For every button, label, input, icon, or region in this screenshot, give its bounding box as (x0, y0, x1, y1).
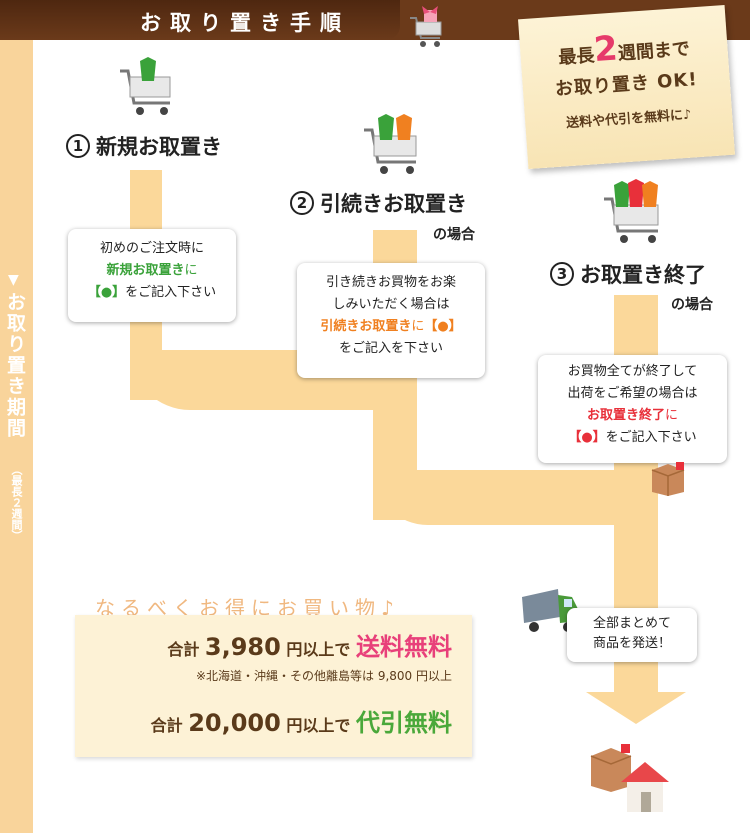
header-tab (0, 0, 400, 40)
sidebar-subtitle: （最長２週間） (10, 464, 23, 541)
step-3-number: 3 (550, 262, 574, 286)
period-note: 最長2週間まで お取り置き OK! 送料や代引を無料に♪ (518, 4, 735, 170)
note-weeks-number: 2 (592, 28, 620, 71)
bubble-new-order: 初めのご注文時に 新規お取置きに 【●】をご記入下さい (68, 229, 236, 322)
promo-cod-free: 合計 20,000 円以上で 代引無料 (150, 709, 452, 737)
step-2-number: 2 (290, 191, 314, 215)
pipe-arrow-head (586, 692, 686, 724)
promo-shipping-free: 合計 3,980 円以上で 送料無料 (167, 633, 452, 661)
bubble-end-order: お買物全てが終了して 出荷をご希望の場合は お取置き終了に 【●】をご記入下さい (538, 355, 727, 463)
package-box-icon (651, 462, 685, 496)
page-title: お取り置き手順 (140, 11, 350, 35)
step-3-suffix: の場合 (671, 297, 713, 313)
shopping-cart-green-icon (120, 57, 171, 115)
gift-cart-icon (410, 6, 442, 47)
pipe-2-curve (373, 470, 643, 525)
bubble-continue-order: 引き続きお買物をお楽 しみいただく場合は 引続きお取置きに【●】 をご記入を下さ… (297, 263, 485, 378)
shipping-bubble: 全部まとめて 商品を発送！ (567, 608, 697, 662)
house-with-package-icon (590, 744, 669, 812)
side-strip (0, 40, 33, 833)
step-1-number: 1 (66, 134, 90, 158)
shopping-cart-full-icon (604, 179, 659, 243)
step-2-suffix: の場合 (433, 227, 475, 243)
sidebar-title: お取り置き期間 (4, 292, 26, 439)
promo-box: 合計 3,980 円以上で 送料無料 ※北海道・沖縄・その他離島等は 9,800… (75, 615, 472, 757)
down-arrow-icon: ▼ (8, 272, 19, 288)
delivery-truck-icon (522, 589, 578, 632)
promo-note: ※北海道・沖縄・その他離島等は 9,800 円以上 (195, 669, 452, 683)
shopping-cart-green-orange-icon (364, 114, 417, 174)
note-line3: 送料や代引を無料に♪ (565, 107, 692, 132)
